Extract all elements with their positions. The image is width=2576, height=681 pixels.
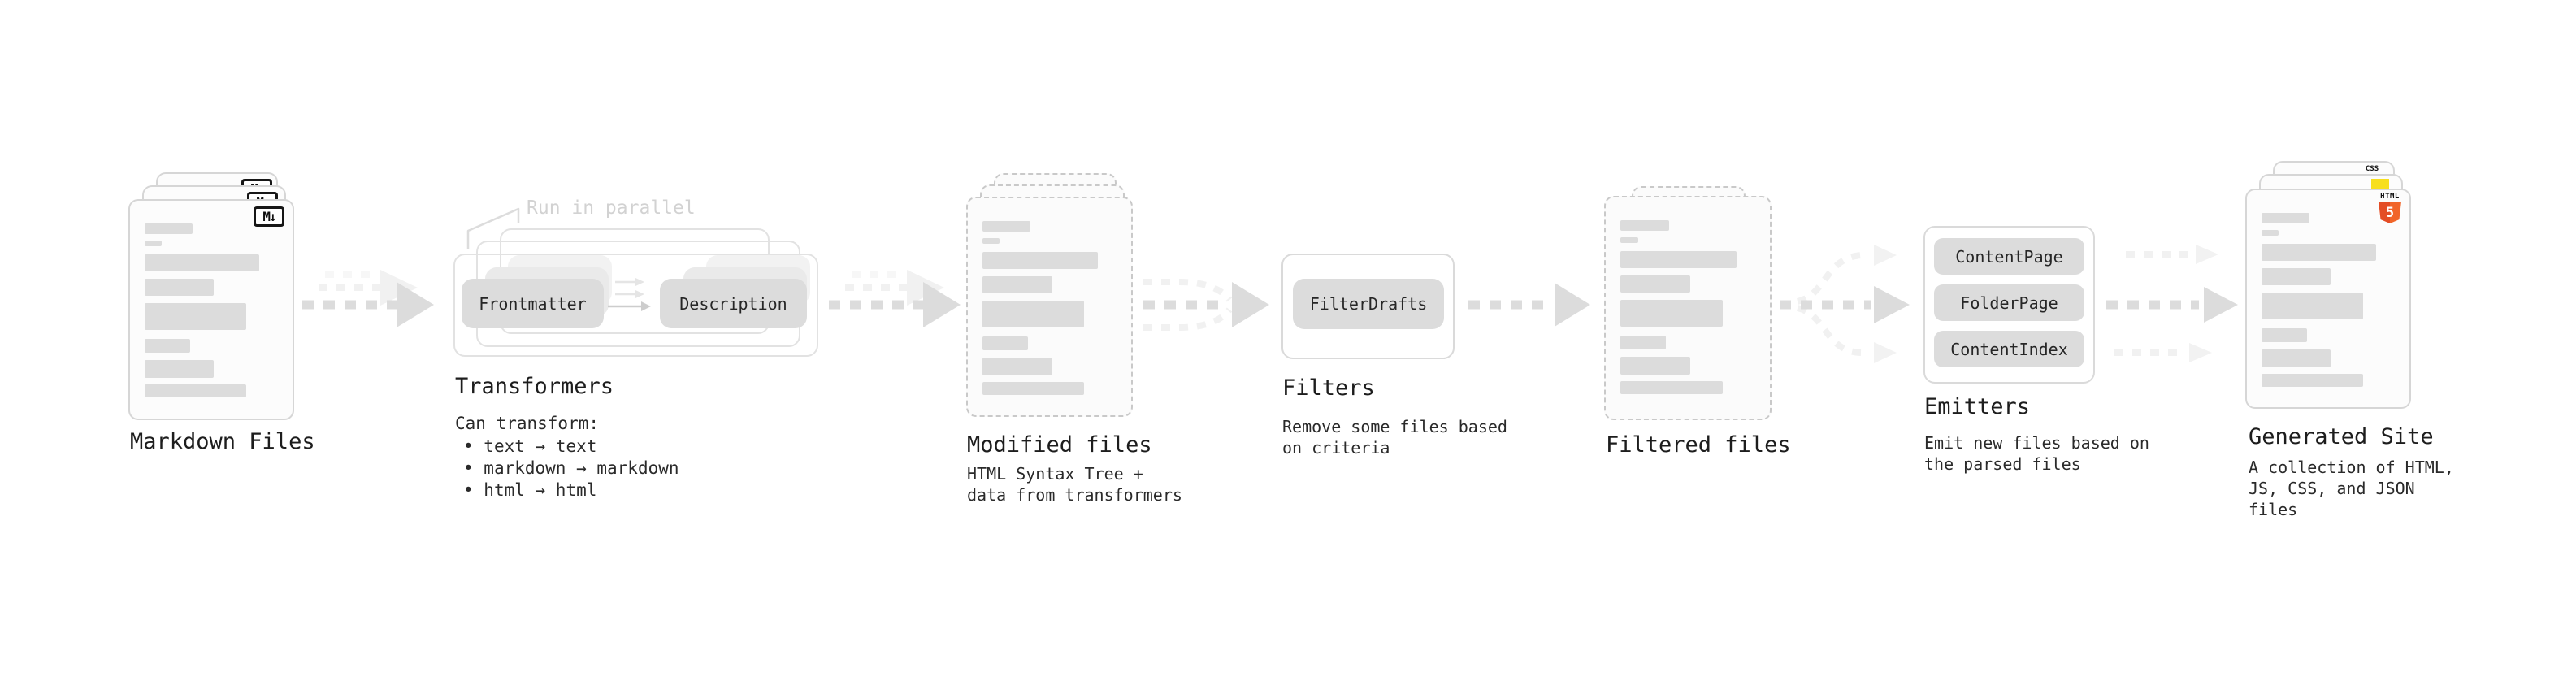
emitters-sublabel: Emit new files based on the parsed files: [1924, 433, 2149, 474]
skeleton-line: [982, 238, 1000, 244]
skeleton-line: [145, 303, 246, 330]
contentindex-pill: ContentIndex: [1934, 331, 2084, 367]
skeleton-line: [145, 241, 163, 246]
skeleton-line: [982, 252, 1098, 269]
skeleton-line: [145, 254, 260, 271]
skeleton-line: [982, 221, 1031, 232]
skeleton-line: [1620, 237, 1638, 243]
node-transformers: Run in parallel Frontmatter Description …: [453, 197, 835, 523]
arrow-transformers-to-modified: [829, 270, 961, 327]
filters-sublabel: Remove some files based on criteria: [1282, 417, 1507, 458]
node-filtered-files: Filtered files: [1604, 159, 1832, 484]
skeleton-line: [1620, 220, 1669, 231]
skeleton-line: [982, 301, 1085, 327]
skeleton-line: [1620, 336, 1667, 349]
html5-icon-shield: 5: [2379, 202, 2401, 223]
modified-files-sublabel: HTML Syntax Tree + data from transformer…: [967, 464, 1182, 505]
markdown-icon: M↓: [254, 206, 284, 227]
filterdrafts-pill: FilterDrafts: [1293, 279, 1444, 329]
node-title-emitters: Emitters: [1924, 394, 2031, 419]
document-skeleton: [982, 221, 1117, 395]
skeleton-line: [1620, 381, 1724, 394]
skeleton-line: [1620, 251, 1737, 268]
modified-file-card-front: [966, 197, 1133, 417]
skeleton-line: [145, 339, 190, 353]
skeleton-line: [1620, 357, 1691, 375]
skeleton-line: [2262, 293, 2363, 319]
node-emitters: ContentPage FolderPage ContentIndex Emit…: [1923, 226, 2167, 494]
folderpage-pill: FolderPage: [1934, 284, 2084, 321]
skeleton-line: [2262, 244, 2377, 261]
node-title-generated-site: Generated Site: [2249, 424, 2434, 449]
skeleton-line: [2262, 230, 2279, 236]
skeleton-line: [2262, 268, 2331, 285]
transformers-bullet: text → text: [463, 436, 596, 456]
node-filters: FilterDrafts Filters Remove some files b…: [1281, 254, 1525, 481]
generated-site-sublabel: A collection of HTML, JS, CSS, and JSON …: [2249, 458, 2454, 519]
skeleton-line: [982, 382, 1085, 395]
node-generated-site: CSS HTML 5 Generated Site A collection o…: [2245, 161, 2473, 519]
html5-icon-word: HTML: [2380, 193, 2400, 201]
generated-file-card-html: HTML 5: [2245, 189, 2411, 409]
transformers-body-title: Can transform:: [455, 414, 600, 433]
skeleton-line: [2262, 374, 2363, 387]
run-in-parallel-callout: Run in parallel: [527, 197, 696, 219]
node-title-transformers: Transformers: [455, 374, 614, 399]
document-skeleton: [1620, 220, 1755, 394]
transformer-layer-front: [453, 254, 818, 357]
skeleton-line: [145, 279, 215, 296]
frontmatter-pill: Frontmatter: [462, 279, 604, 328]
skeleton-line: [982, 358, 1052, 375]
css-icon-word: CSS: [2365, 165, 2379, 173]
skeleton-line: [1620, 275, 1691, 293]
node-title-filters: Filters: [1282, 375, 1375, 401]
skeleton-line: [2262, 213, 2310, 223]
skeleton-line: [982, 276, 1052, 293]
skeleton-line: [982, 336, 1029, 350]
skeleton-line: [145, 223, 193, 234]
js-icon: [2371, 179, 2389, 191]
transformers-bullet: html → html: [463, 480, 596, 500]
contentpage-pill: ContentPage: [1934, 238, 2084, 275]
skeleton-line: [145, 360, 215, 378]
transformers-bullet: markdown → markdown: [463, 458, 679, 478]
filtered-file-card-front: [1604, 196, 1772, 420]
description-pill: Description: [660, 279, 807, 328]
html5-icon: HTML 5: [2378, 193, 2402, 223]
markdown-file-card-front: M↓: [128, 199, 294, 420]
skeleton-line: [1620, 300, 1724, 327]
document-skeleton: [2262, 213, 2395, 387]
skeleton-line: [145, 384, 246, 397]
skeleton-line: [2262, 349, 2331, 367]
skeleton-line: [2262, 328, 2307, 342]
document-skeleton: [145, 223, 278, 397]
node-title-modified-files: Modified files: [967, 432, 1152, 458]
node-title-filtered-files: Filtered files: [1606, 432, 1791, 458]
node-modified-files: Modified files HTML Syntax Tree + data f…: [966, 161, 1194, 518]
html5-icon-number: 5: [2385, 204, 2395, 221]
node-title-markdown-files: Markdown Files: [130, 429, 315, 454]
node-markdown-files: M↓ M↓ M↓ Markdown Files: [128, 158, 332, 484]
